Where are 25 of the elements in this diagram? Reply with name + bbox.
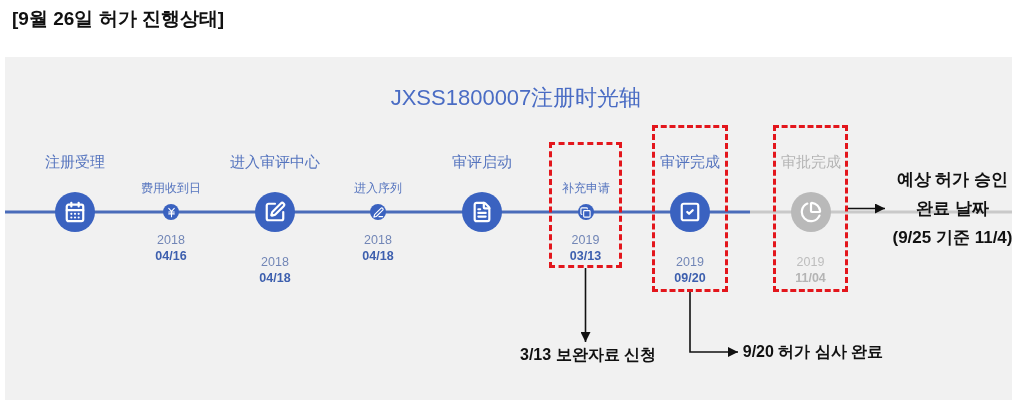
highlight-box xyxy=(549,142,622,268)
annotation-text: 3/13 보완자료 신청 xyxy=(520,345,656,365)
milestone-date: 2019 03/13 xyxy=(569,232,602,264)
milestone-label: 进入序列 xyxy=(354,180,402,197)
highlight-box xyxy=(773,125,848,292)
arrow xyxy=(689,291,739,357)
milestone-date: 2019 09/20 xyxy=(674,254,706,286)
milestone-label: 补充申请 xyxy=(561,180,610,197)
milestone-date: 2018 04/18 xyxy=(362,232,394,264)
annotation-text: 9/20 허가 심사 완료 xyxy=(742,342,884,362)
page-title: [9월 26일 허가 진행상태] xyxy=(12,7,225,31)
milestone-label: 进入审评中心 xyxy=(230,152,320,172)
milestone-label: 费用收到日 xyxy=(141,180,201,197)
milestone-label: 审批完成 xyxy=(780,152,841,172)
milestone-date: 2018 04/16 xyxy=(155,232,187,264)
arrow xyxy=(847,203,886,214)
milestone-label: 审评完成 xyxy=(660,152,720,172)
annotation-text: 예상 허가 승인 완료 날짜 xyxy=(895,169,1010,220)
arrow xyxy=(580,267,591,343)
highlight-box xyxy=(652,125,728,292)
milestone-date: 2018 04/18 xyxy=(259,254,291,286)
milestone-label: 注册受理 xyxy=(45,152,105,172)
annotation-text: (9/25 기준 11/4) xyxy=(892,227,1013,249)
milestone-label: 审评启动 xyxy=(452,152,512,172)
timeline-title: JXSS1800007注册时光轴 xyxy=(390,84,642,112)
